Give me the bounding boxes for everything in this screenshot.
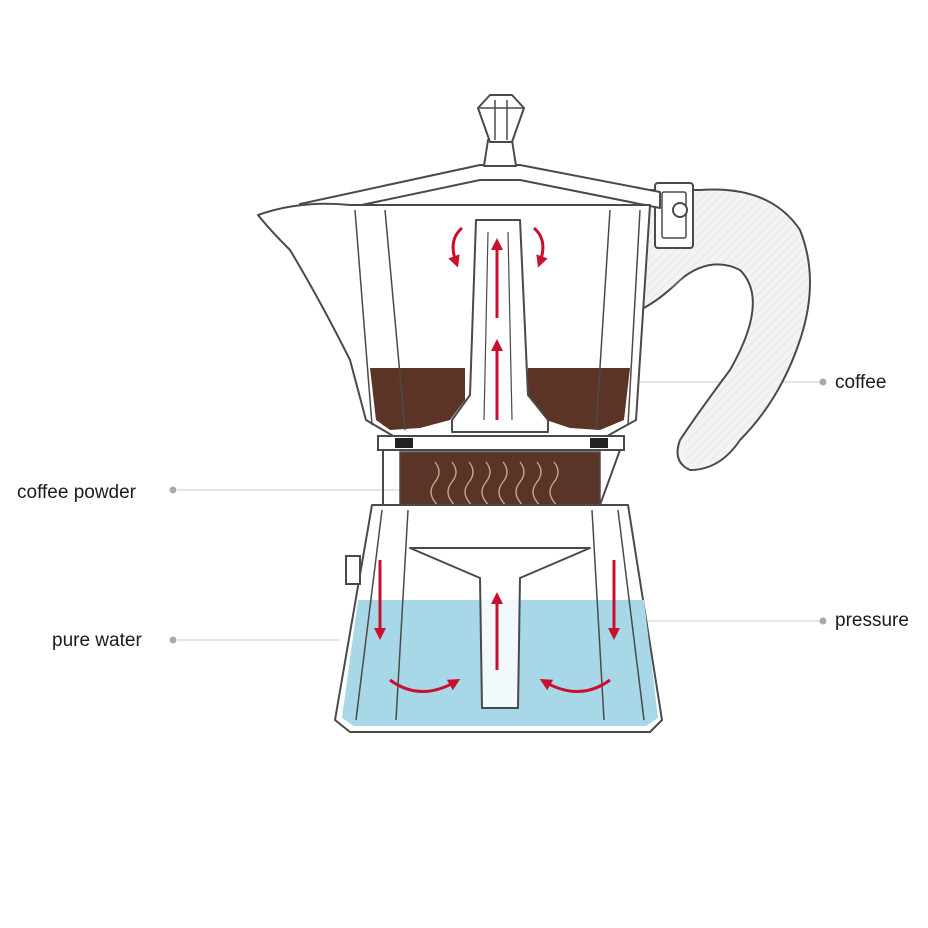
upper-chamber <box>257 202 651 441</box>
safety-valve <box>345 555 361 585</box>
leader-dots <box>169 378 827 644</box>
gasket-band <box>377 435 625 451</box>
handle-hatching <box>644 191 808 466</box>
leader-dot-pressure <box>819 617 827 625</box>
lid <box>299 94 661 219</box>
gasket-right-seal <box>590 438 608 448</box>
lid-knob-stem <box>483 139 517 167</box>
central-column <box>451 219 549 433</box>
label-pressure: pressure <box>835 610 909 631</box>
funnel <box>409 547 591 709</box>
leader-dot-pure-water <box>169 636 177 644</box>
label-pure-water: pure water <box>52 630 142 651</box>
arrow-icon-bottom-right <box>539 678 611 693</box>
coffee-fill-right <box>528 368 630 430</box>
arrow-icon-bottom-left <box>389 678 461 693</box>
arrow-icon-top-right <box>532 226 548 268</box>
label-coffee-powder: coffee powder <box>17 482 137 503</box>
leader-dot-coffee <box>819 378 827 386</box>
handle <box>639 182 811 472</box>
gasket-left-seal <box>395 438 413 448</box>
lid-knob <box>477 94 525 143</box>
label-coffee: coffee <box>835 372 887 393</box>
leader-dot-coffee-powder <box>169 486 177 494</box>
handle-screw <box>672 202 688 218</box>
arrow-icon-top-left <box>448 226 464 268</box>
flow-arrows <box>374 226 620 693</box>
coffee-fill-left <box>370 368 465 430</box>
handle-bracket <box>654 182 694 249</box>
